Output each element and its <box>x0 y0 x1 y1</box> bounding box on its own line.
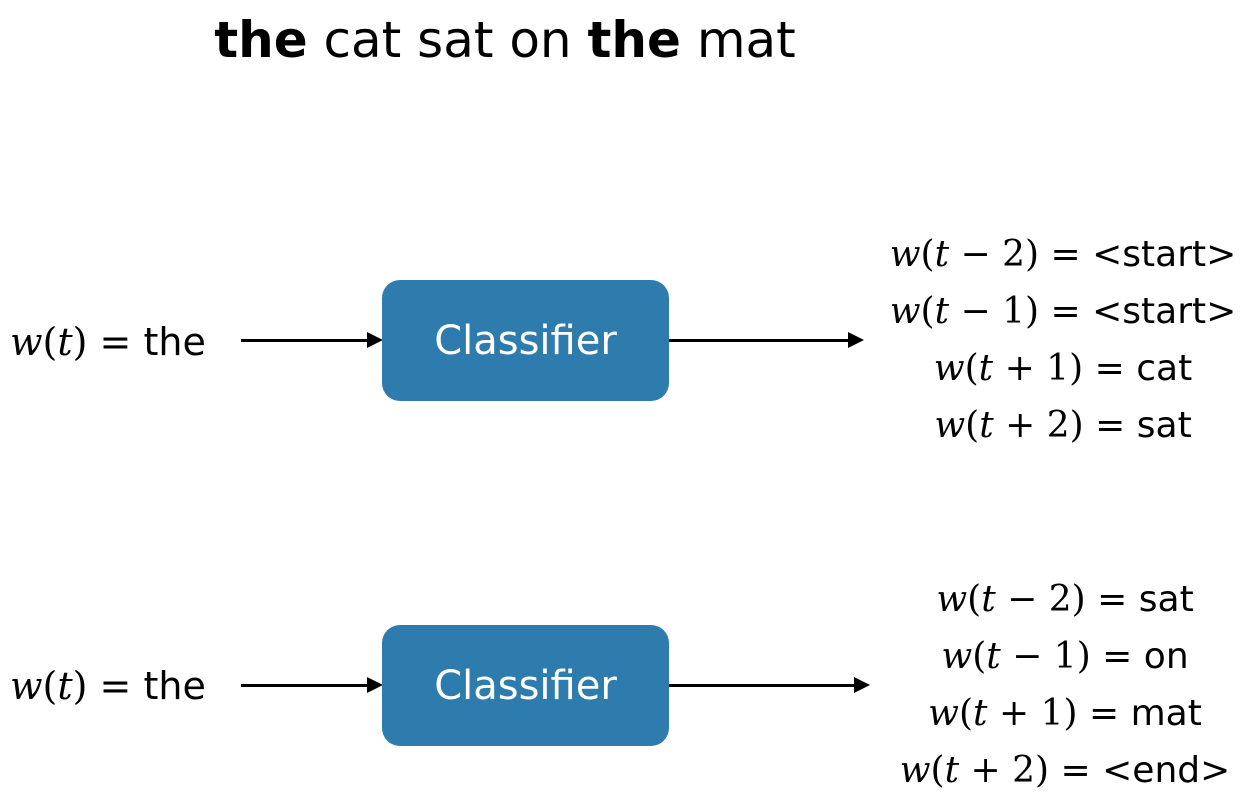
diagram-title: the cat sat on the mat <box>0 8 1010 72</box>
classifier-box-row-1: Classifier <box>382 280 669 401</box>
title-word-1: the <box>214 11 308 69</box>
input-math-row-2: w(t) <box>10 664 88 708</box>
output-arrow-row-1 <box>669 339 849 342</box>
output-list-row-2: w(t − 2) = sat w(t − 1) = on w(t + 1) = … <box>875 571 1255 799</box>
input-arrow-row-1 <box>241 339 369 342</box>
input-word-row-2: the <box>143 664 206 708</box>
title-word-3: the <box>587 11 681 69</box>
title-word-4: mat <box>680 11 796 69</box>
output-line-row-2-1: w(t − 2) = sat <box>936 579 1194 620</box>
output-line-row-2-3: w(t + 1) = mat <box>928 693 1202 734</box>
input-arrow-row-2 <box>241 684 369 687</box>
input-arrowhead-row-1 <box>367 332 383 348</box>
output-line-row-1-3: w(t + 1) = cat <box>933 348 1193 389</box>
output-list-row-1: w(t − 2) = <start> w(t − 1) = <start> w(… <box>873 226 1253 454</box>
input-label-row-1: w(t) = the <box>10 320 206 364</box>
output-arrowhead-row-1 <box>848 332 864 348</box>
input-math-row-1: w(t) <box>10 320 88 364</box>
input-arrowhead-row-2 <box>367 677 383 693</box>
output-line-row-1-2: w(t − 1) = <start> <box>889 291 1237 332</box>
output-arrowhead-row-2 <box>854 677 870 693</box>
output-line-row-2-2: w(t − 1) = on <box>941 636 1189 677</box>
output-line-row-1-1: w(t − 2) = <start> <box>889 234 1237 275</box>
output-line-row-1-4: w(t + 2) = sat <box>934 405 1192 446</box>
output-line-row-2-4: w(t + 2) = <end> <box>899 750 1231 791</box>
classifier-box-row-2: Classifier <box>382 625 669 746</box>
output-arrow-row-2 <box>669 684 855 687</box>
input-label-row-2: w(t) = the <box>10 664 206 708</box>
classifier-label-row-2: Classifier <box>434 662 617 709</box>
input-word-row-1: the <box>143 320 206 364</box>
title-word-2: cat sat on <box>307 11 588 69</box>
classifier-label-row-1: Classifier <box>434 317 617 364</box>
